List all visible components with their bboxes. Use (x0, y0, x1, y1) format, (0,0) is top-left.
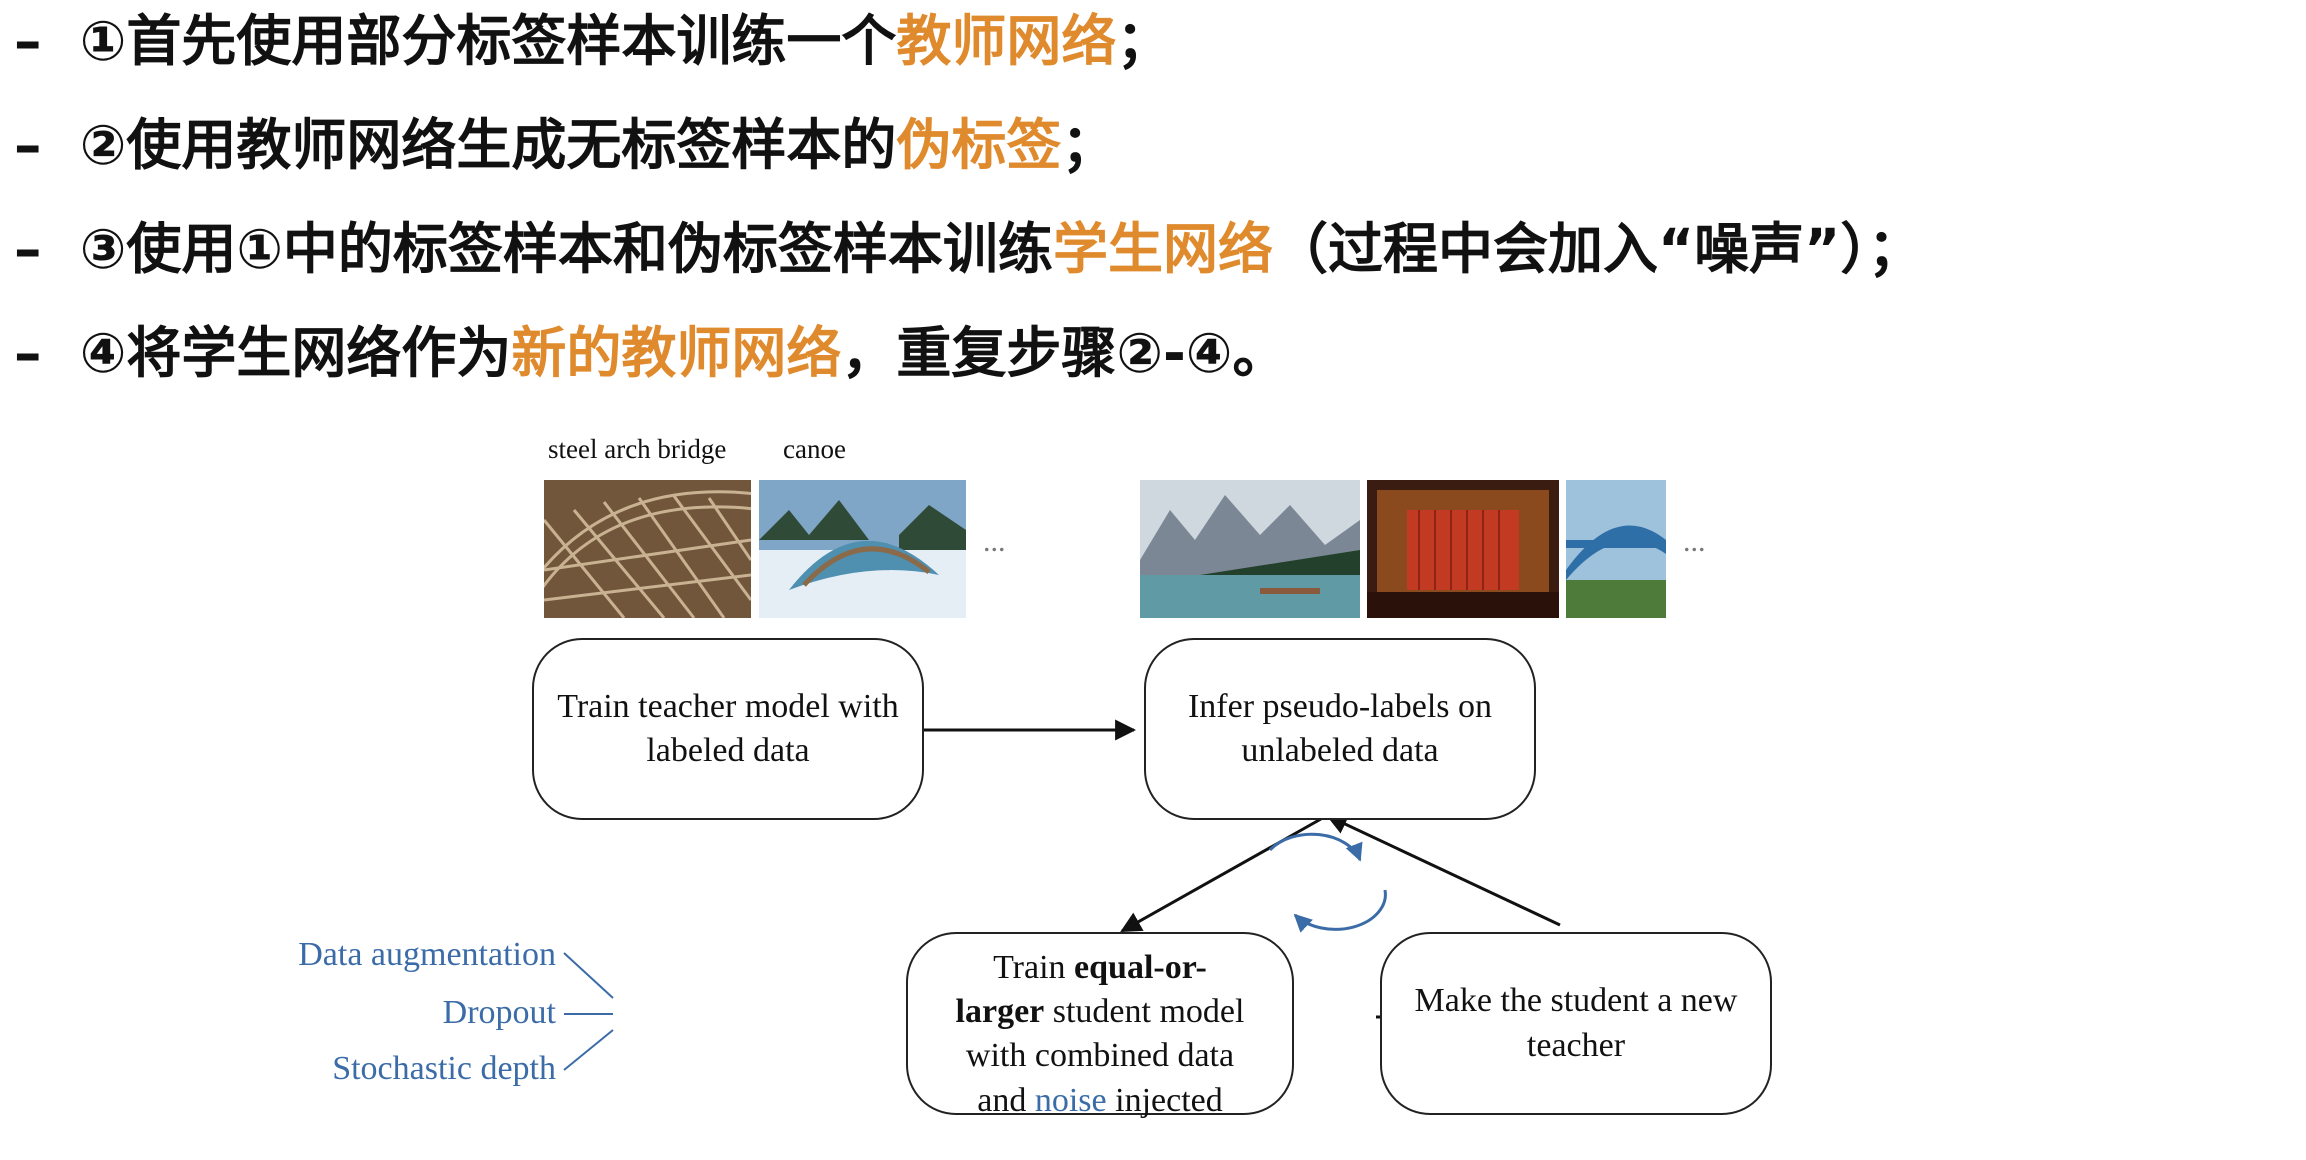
bridge-image (544, 480, 751, 618)
student-box-line-4: and noise injected (926, 1079, 1274, 1123)
bullet-text: ①首先使用部分标签样本训练一个 (79, 9, 897, 73)
theater-image (1367, 480, 1559, 618)
noise-label-dropout: Dropout (442, 994, 556, 1031)
student-box-line-1: Train equal-or- (926, 946, 1274, 990)
noise-line-augmentation (563, 952, 614, 999)
student-text: and (977, 1081, 1035, 1119)
bullet-2: – ②使用教师网络生成无标签样本的伪标签； (14, 118, 1116, 173)
caption-steel-arch-bridge: steel arch bridge (548, 434, 727, 464)
bullet-text: ④将学生网络作为 (79, 321, 512, 385)
noise-word: noise (1034, 1081, 1107, 1119)
train-student-box: Train equal-or- larger student model wit… (906, 932, 1294, 1119)
student-box-line-3: with combined data (965, 1037, 1235, 1075)
diagram-connectors (563, 719, 1561, 1071)
bullet-highlight: 学生网络 (1052, 217, 1273, 281)
arrow-infer-to-student (1120, 813, 1329, 933)
new-teacher-box: Make the student a new teacher (1380, 932, 1772, 1115)
ellipsis-labeled: ... (983, 525, 1006, 558)
caption-canoe: canoe (783, 434, 846, 464)
bullet-highlight: 伪标签 (896, 113, 1062, 177)
student-text-bold: equal-or- (1074, 949, 1207, 986)
student-text: injected (1106, 1081, 1223, 1119)
student-text-bold: larger (955, 993, 1045, 1031)
mountain-lake-image (1140, 480, 1360, 618)
noisy-student-figure: steel arch bridge canoe ... (298, 420, 1800, 1140)
noise-line-stochastic (563, 1029, 614, 1071)
student-text: Train (993, 949, 1075, 986)
bullet-4: – ④将学生网络作为新的教师网络，重复步骤②-④。 (14, 326, 1287, 381)
noise-label-data-augmentation: Data augmentation (298, 936, 556, 973)
student-box-line-2: larger student model (926, 990, 1274, 1034)
arrow-newteacher-to-infer (1326, 814, 1561, 927)
bullet-dash: – (14, 321, 42, 385)
noise-label-stochastic-depth: Stochastic depth (332, 1050, 556, 1087)
bullet-1: – ①首先使用部分标签样本训练一个教师网络； (14, 14, 1171, 69)
bullet-dash: – (14, 217, 42, 281)
train-teacher-box: Train teacher model with labeled data (532, 638, 924, 820)
infer-pseudo-labels-box: Infer pseudo-labels on unlabeled data (1144, 638, 1536, 820)
bullet-dash: – (14, 113, 42, 177)
ellipsis-unlabeled: ... (1683, 525, 1706, 558)
bullet-text-end: ，重复步骤②-④。 (841, 321, 1288, 385)
bullet-text: ②使用教师网络生成无标签样本的 (79, 113, 897, 177)
bullet-text: ③使用①中的标签样本和伪标签样本训练 (79, 217, 1053, 281)
bullet-text-end: ； (1061, 113, 1117, 177)
canoe-image (759, 480, 966, 618)
bullet-highlight: 新的教师网络 (511, 321, 842, 385)
bullet-highlight: 教师网络 (896, 9, 1117, 73)
cycle-arrow-top (1268, 832, 1363, 862)
bullet-text-end: ； (1116, 9, 1172, 73)
bullet-text-end: （过程中会加入“噪声”）； (1272, 217, 1923, 281)
bullet-dash: – (14, 9, 42, 73)
blue-bridge-image (1566, 480, 1666, 618)
cycle-arrow-bottom (1293, 889, 1387, 933)
bullet-3: – ③使用①中的标签样本和伪标签样本训练学生网络（过程中会加入“噪声”）； (14, 222, 1923, 277)
student-text: student model (1044, 993, 1245, 1031)
